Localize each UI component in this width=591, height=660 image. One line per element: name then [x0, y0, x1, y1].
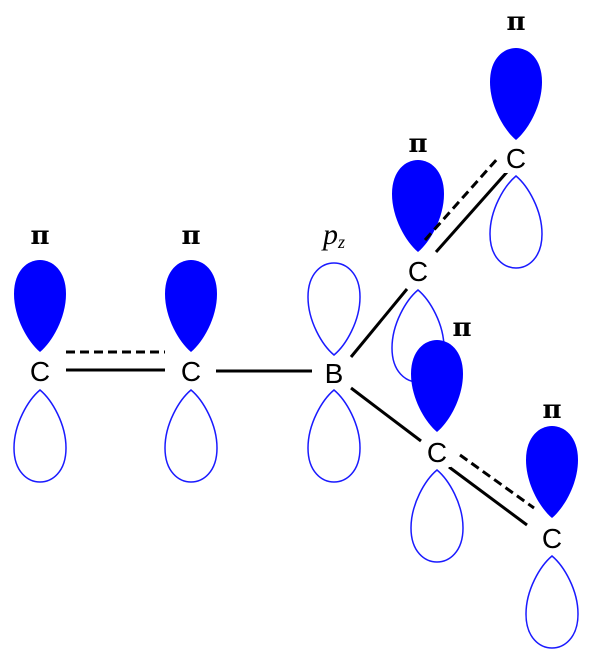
bond-c5-c6-dashed	[459, 453, 535, 510]
c1-pi-lobe-open	[13, 389, 67, 483]
c4-pi-lobe-filled	[490, 48, 542, 140]
c2-pi-lobe-filled	[165, 260, 217, 352]
c4-pi-lobe-open	[489, 175, 543, 269]
bond-c3-c4-solid	[434, 171, 509, 253]
c1-pi-lobe-filled	[14, 260, 66, 352]
bond-b-c3	[349, 288, 409, 358]
atom-c6: C	[542, 523, 562, 554]
b-pz-label: pz	[321, 218, 345, 252]
pz-sub: z	[337, 232, 345, 252]
atom-c3: C	[408, 256, 428, 287]
bond-c5-c6-solid	[448, 465, 528, 527]
orbital-labels: π π pz π π π π	[30, 7, 561, 425]
c4-pi-label: π	[506, 7, 525, 37]
pz-main: p	[321, 218, 338, 251]
bond-b-c5	[350, 386, 422, 443]
c5-pi-label: π	[452, 313, 471, 343]
c2-pi-label: π	[181, 221, 200, 251]
atoms: C C B C C C C	[26, 143, 566, 554]
c2-pi-lobe-open	[164, 389, 218, 483]
bond-c3-c4-dashed	[423, 157, 500, 241]
bonds	[66, 157, 535, 527]
c5-pi-lobe-open	[410, 469, 464, 563]
atom-c2: C	[181, 356, 201, 387]
c6-pi-lobe-filled	[526, 426, 578, 518]
c1-pi-label: π	[30, 221, 49, 251]
atom-c5: C	[427, 437, 447, 468]
atom-c4: C	[506, 143, 526, 174]
c3-pi-lobe-filled	[392, 160, 444, 252]
atom-c1: C	[30, 356, 50, 387]
c6-pi-lobe-open	[525, 555, 579, 649]
c6-pi-label: π	[542, 395, 561, 425]
orbitals	[13, 48, 579, 649]
atom-b: B	[325, 358, 344, 389]
b-pz-lobe-lower	[307, 389, 361, 483]
b-pz-lobe-upper	[307, 262, 361, 356]
c5-pi-lobe-filled	[411, 340, 463, 432]
c3-pi-label: π	[408, 129, 427, 159]
